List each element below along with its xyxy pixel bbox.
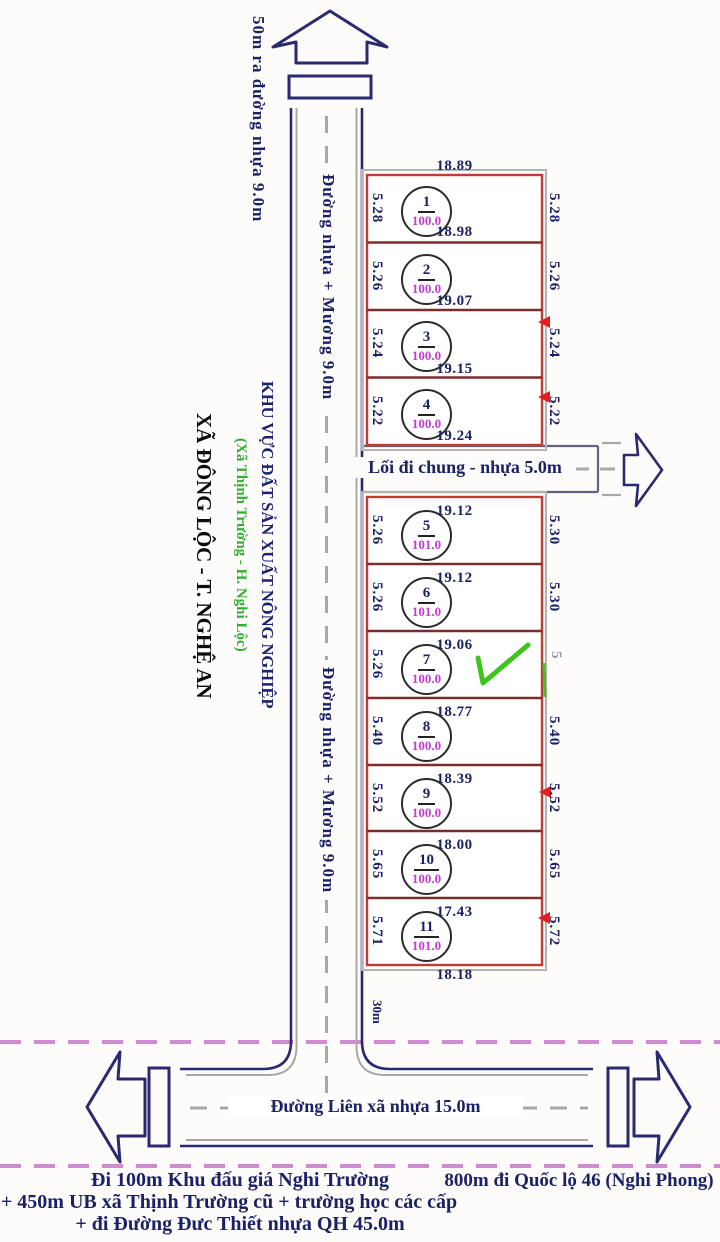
plot-number: 4 [417, 397, 436, 416]
southwest-destination-line1: Đi 100m Khu đấu giá Nghi Trường [91, 1169, 389, 1191]
plot-8-right-dim: 5.40 [546, 716, 562, 747]
plot-area: 100.0 [411, 804, 442, 820]
plot-7-left-dim: 5.26 [369, 649, 385, 680]
plot-5-label: 5 101.0 [401, 510, 452, 561]
plot-10-left-dim: 5.65 [369, 849, 385, 880]
plot-5-right-dim: 5.30 [546, 515, 562, 546]
north-exit-label: 50m ra đường nhựa 9.0m [249, 16, 268, 223]
red-mark-icon [538, 316, 550, 328]
plot-area: 100.0 [411, 670, 442, 686]
plot-number: 8 [417, 719, 436, 738]
upper-plot-block [361, 169, 547, 451]
plot-number: 7 [417, 652, 436, 671]
lane-arrow-icon [622, 432, 664, 508]
plot-11-right-dim: 5.72 [546, 916, 562, 947]
west-road-break-bar [147, 1066, 171, 1148]
plot-7-label: 7 100.0 [401, 644, 452, 695]
zone-title: KHU VỰC ĐẤT SẢN XUẤT NÔNG NGHIỆP [258, 381, 277, 709]
north-road-break-bar [287, 74, 373, 100]
south-segment-label: 30m [370, 1000, 385, 1024]
plot-2-left-dim: 5.26 [369, 261, 385, 292]
plot-10-right-dim: 5.65 [546, 849, 562, 880]
plot-number: 5 [417, 518, 436, 537]
plot-area: 100.0 [411, 347, 442, 363]
southwest-destination-line3: + đi Đường Đưc Thiết nhựa QH 45.0m [75, 1213, 405, 1235]
plot-8-label: 8 100.0 [401, 711, 452, 762]
plot-2-label: 2 100.0 [401, 254, 452, 305]
plot-number: 10 [414, 852, 439, 871]
red-mark-icon [538, 391, 550, 403]
plot-area: 101.0 [411, 603, 442, 619]
plot-9-top-dim: 18.39 [436, 771, 473, 787]
plot-1-label: 1 100.0 [401, 186, 452, 237]
zone-subtitle: (Xã Thịnh Trường - H. Nghi Lộc) [233, 438, 249, 652]
plot-1-bottom-dim: 18.98 [436, 224, 473, 240]
east-arrow-icon [632, 1050, 692, 1164]
plot-4-left-dim: 5.22 [369, 396, 385, 427]
plot-area: 101.0 [411, 536, 442, 552]
plot-2-right-dim: 5.26 [546, 261, 562, 292]
plot-7-top-dim: 19.06 [436, 637, 473, 653]
southeast-destination: 800m đi Quốc lộ 46 (Nghi Phong) [444, 1170, 714, 1191]
main-road-label: Đường Liên xã nhựa 15.0m [228, 1096, 523, 1117]
west-arrow-icon [85, 1050, 147, 1164]
plot-3-left-dim: 5.24 [369, 328, 385, 359]
plot-4-right-dim: 5.22 [546, 396, 562, 427]
plot-area: 100.0 [411, 737, 442, 753]
plot-6-left-dim: 5.26 [369, 582, 385, 613]
plot-number: 11 [414, 919, 439, 938]
plot-1-right-dim: 5.28 [546, 193, 562, 224]
plot-5-top-dim: 19.12 [436, 503, 473, 519]
common-lane-label: Lối đi chung - nhựa 5.0m [354, 457, 576, 478]
plot-7-right-dim: 5 [548, 650, 564, 660]
east-road-break-bar [606, 1066, 630, 1148]
vertical-road-label-upper: Đường nhựa + Mương 9.0m [316, 170, 338, 405]
plot-8-top-dim: 18.77 [436, 704, 473, 720]
plot-9-label: 9 100.0 [401, 778, 452, 829]
plot-4-label: 4 100.0 [401, 389, 452, 440]
plot-1-left-dim: 5.28 [369, 193, 385, 224]
lower-block-bottom-dim: 18.18 [436, 967, 473, 983]
red-mark-icon [539, 786, 551, 798]
plot-area: 100.0 [411, 280, 442, 296]
plot-area: 100.0 [411, 212, 442, 228]
plot-5-left-dim: 5.26 [369, 515, 385, 546]
plot-6-label: 6 101.0 [401, 577, 452, 628]
plot-number: 3 [417, 329, 436, 348]
red-mark-icon [538, 912, 550, 924]
plot-2-bottom-dim: 19.07 [436, 293, 473, 309]
plot-11-top-dim: 17.43 [436, 904, 473, 920]
plot-9-right-dim: 5.52 [546, 783, 562, 814]
check-mark-tail [542, 662, 547, 698]
plot-10-label: 10 100.0 [401, 844, 452, 895]
plot-6-top-dim: 19.12 [436, 570, 473, 586]
plot-8-left-dim: 5.40 [369, 716, 385, 747]
plot-3-bottom-dim: 19.15 [436, 361, 473, 377]
plot-3-right-dim: 5.24 [546, 328, 562, 359]
plot-6-right-dim: 5.30 [546, 582, 562, 613]
plot-number: 6 [417, 585, 436, 604]
plot-11-label: 11 101.0 [401, 911, 452, 962]
upper-block-top-dim: 18.89 [436, 158, 473, 174]
plot-number: 2 [417, 262, 436, 281]
lower-plot-block [361, 491, 547, 971]
southwest-destination-line2: + 450m UB xã Thịnh Trường cũ + trường họ… [0, 1191, 458, 1213]
plot-11-left-dim: 5.71 [369, 916, 385, 947]
plot-number: 9 [417, 786, 436, 805]
commune-title: XÃ ĐÔNG LỘC - T. NGHỆ AN [192, 412, 216, 699]
plot-number: 1 [417, 194, 436, 213]
vertical-road-label-lower: Đường nhựa + Mương 9.0m [316, 660, 338, 900]
plot-3-label: 3 100.0 [401, 321, 452, 372]
plot-4-bottom-dim: 19.24 [436, 428, 473, 444]
north-arrow-icon [271, 9, 389, 65]
plot-area: 100.0 [411, 415, 442, 431]
check-mark-icon [475, 642, 531, 686]
plot-9-left-dim: 5.52 [369, 783, 385, 814]
plot-area: 101.0 [411, 937, 442, 953]
plot-area: 100.0 [411, 870, 442, 886]
plot-10-top-dim: 18.00 [436, 837, 473, 853]
